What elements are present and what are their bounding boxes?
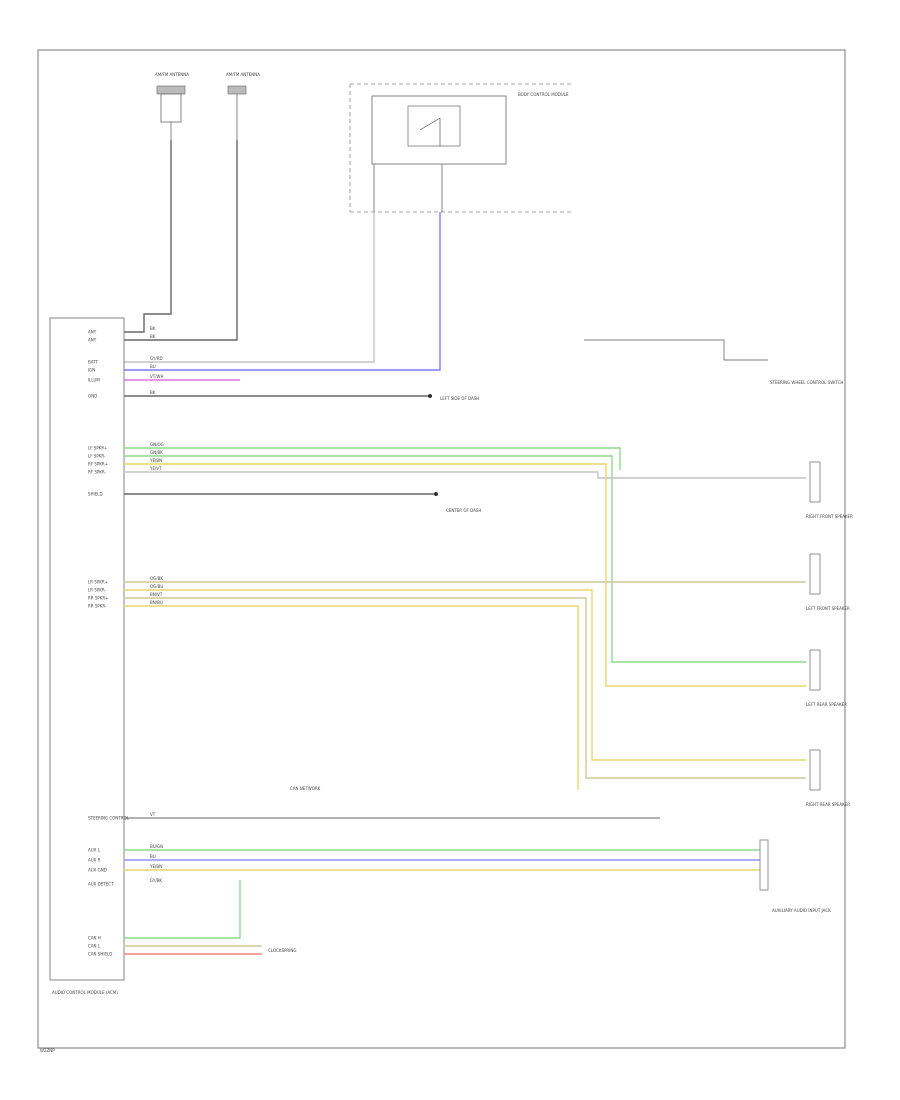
wire-antenna-2: [124, 140, 238, 341]
head-unit-pin-labels: ANT ANT BATT IGN ILLUM GND LF SPKR+ LF SPKR- RF …: [88, 330, 130, 957]
wire-code-label: GN/BK: [150, 450, 163, 455]
pin-label: LF SPKR+: [88, 446, 108, 451]
pin-label: ANT: [88, 330, 97, 335]
fuse-box-label: BODY CONTROL MODULE: [518, 92, 569, 97]
can-network-label: CAN NETWORK: [290, 786, 321, 791]
steering-switch-label: STEERING WHEEL CONTROL SWITCH: [770, 380, 843, 385]
fuse-box: BODY CONTROL MODULE: [349, 83, 572, 213]
clockspring-label: CLOCKSPRING: [268, 948, 296, 953]
wire-rr-minus: [124, 605, 579, 790]
wire-code-label: OG/BU: [150, 584, 163, 589]
wire-batt: [124, 212, 375, 363]
left-rear-speaker: LEFT REAR SPEAKER: [806, 649, 847, 707]
wire-code-label: BK: [150, 390, 156, 395]
pin-label: AUX DETECT: [88, 882, 114, 887]
pin-label: GND: [88, 394, 97, 399]
ground-left-label: LEFT SIDE OF DASH: [440, 396, 479, 401]
wire-code-label: BN/BU: [150, 600, 163, 605]
pin-label: RR SPKR-: [88, 604, 107, 609]
wire-code-label: VT/WH: [150, 374, 164, 379]
wire-code-label: BK: [150, 326, 156, 331]
wire-code-label: GN/OG: [150, 442, 164, 447]
lf-speaker-label: LEFT FRONT SPEAKER: [806, 606, 850, 611]
wire-can-h: [124, 880, 241, 939]
pin-label: CAN SHIELD: [88, 952, 112, 957]
head-unit-label: AUDIO CONTROL MODULE (ACM): [52, 990, 118, 995]
pin-label: RF SPKR+: [88, 462, 108, 467]
wire-code-label: GY/RD: [150, 356, 163, 361]
pin-label: AUX R: [88, 858, 101, 863]
wire-code-label: GY/BK: [150, 878, 162, 883]
pin-label: LR SPKR+: [88, 580, 108, 585]
rr-speaker-label: RIGHT REAR SPEAKER: [806, 802, 850, 807]
wire-code-label: VT: [150, 812, 156, 817]
pin-label: LR SPKR-: [88, 588, 106, 593]
wire-antenna-1: [124, 140, 172, 333]
wire-ign: [124, 212, 441, 371]
pin-label: LF SPKR-: [88, 454, 106, 459]
pin-label: AUX GND: [88, 868, 107, 873]
pin-label: RF SPKR-: [88, 470, 107, 475]
antenna-right: AM/FM ANTENNA: [226, 72, 260, 140]
pin-label: ILLUM: [88, 378, 100, 383]
rf-speaker-label: RIGHT FRONT SPEAKER: [806, 514, 853, 519]
wire-code-label: OG/BK: [150, 576, 163, 581]
pin-label: IGN: [88, 368, 95, 373]
antenna-left-label: AM/FM ANTENNA: [155, 72, 189, 77]
pin-label: ANT: [88, 338, 97, 343]
pin-label: CAN H: [88, 936, 101, 941]
wire-lf-plus: [124, 447, 621, 470]
right-front-speaker: RIGHT FRONT SPEAKER: [806, 461, 853, 519]
pin-label: AUX L: [88, 848, 101, 853]
pin-label: RR SPKR+: [88, 596, 109, 601]
pin-label: CAN L: [88, 944, 101, 949]
diagram-frame: [37, 49, 846, 1049]
antenna-left: AM/FM ANTENNA: [155, 72, 189, 140]
head-unit: AUDIO CONTROL MODULE (ACM): [49, 317, 125, 995]
left-front-speaker: LEFT FRONT SPEAKER: [806, 553, 850, 611]
pin-label: SHIELD: [88, 492, 103, 497]
aux-jack-label: AUXILIARY AUDIO INPUT JACK: [772, 908, 831, 913]
ground-center-label: CENTER OF DASH: [446, 508, 481, 513]
pin-label: STEERING CONTROL: [88, 816, 130, 821]
wire-code-label: YE/VT: [149, 466, 162, 471]
pin-label: BATT: [88, 360, 99, 365]
wire-lf-minus: [124, 455, 806, 663]
wire-code-label: BU: [150, 854, 156, 859]
wire-code-label: BN/VT: [150, 592, 163, 597]
steering-switch: STEERING WHEEL CONTROL SWITCH: [584, 339, 843, 385]
wire-code-label: BU/GN: [150, 844, 163, 849]
diagram-code: W2ZNP: [40, 1048, 55, 1053]
wire-code-label: YE/BN: [149, 458, 162, 463]
right-rear-speaker: RIGHT REAR SPEAKER: [806, 749, 850, 807]
wire-code-label: YE/BN: [149, 864, 162, 869]
lr-speaker-label: LEFT REAR SPEAKER: [806, 702, 847, 707]
wire-rf-minus: [124, 471, 806, 479]
wire-lr-minus: [124, 589, 806, 761]
antenna-right-label: AM/FM ANTENNA: [226, 72, 260, 77]
wire-code-labels: BK BK GY/RD BU VT/WH BK GN/OG GN/BK YE/BN YE/VT OG…: [149, 326, 164, 883]
wire-rr-plus: [124, 597, 806, 779]
wire-code-label: BK: [150, 334, 156, 339]
wire-code-label: BU: [150, 364, 156, 369]
wire-rf-plus: [124, 463, 806, 687]
